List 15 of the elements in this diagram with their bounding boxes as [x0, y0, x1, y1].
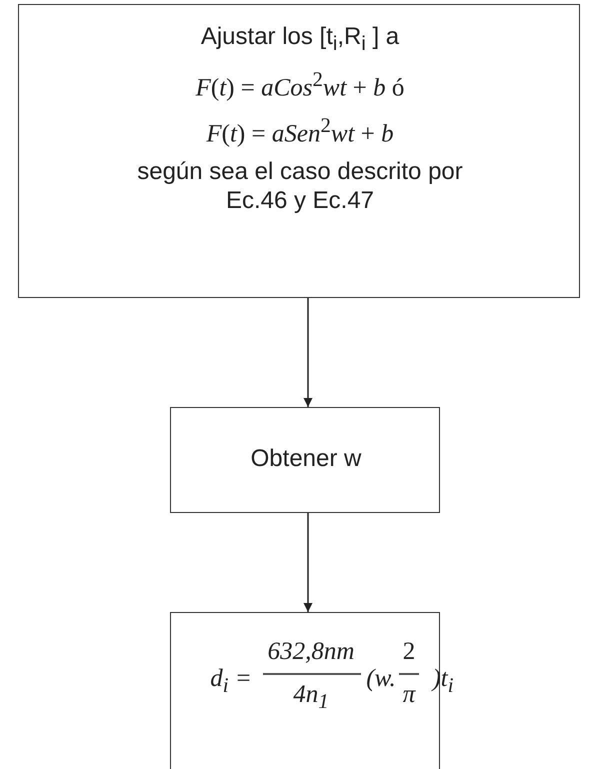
step-text: según sea el caso descrito por Ec.46 y Ec.47	[136, 157, 464, 215]
arrow	[304, 298, 312, 407]
formula-text: F(t) = aSen$^{2}$wt + b	[205, 113, 395, 148]
formula-text: F(t) = aCos$^{2}$wt + b ó	[194, 67, 406, 102]
formula-text: d$_{i}$ =	[209, 665, 253, 698]
formula-text: 4n$_{1}$	[292, 681, 330, 714]
formula-text: π	[402, 681, 417, 709]
process-box	[18, 4, 580, 298]
step-text: Obtener w	[250, 445, 362, 473]
formula-text: (w.	[365, 665, 397, 693]
process-box	[170, 407, 440, 513]
formula-text: 2	[402, 638, 416, 666]
formula-text: 632,8nm	[266, 638, 356, 666]
arrow	[304, 513, 312, 612]
step-text: Ajustar los [t$_{i}$,R$_{i}$ ] a	[200, 23, 400, 56]
